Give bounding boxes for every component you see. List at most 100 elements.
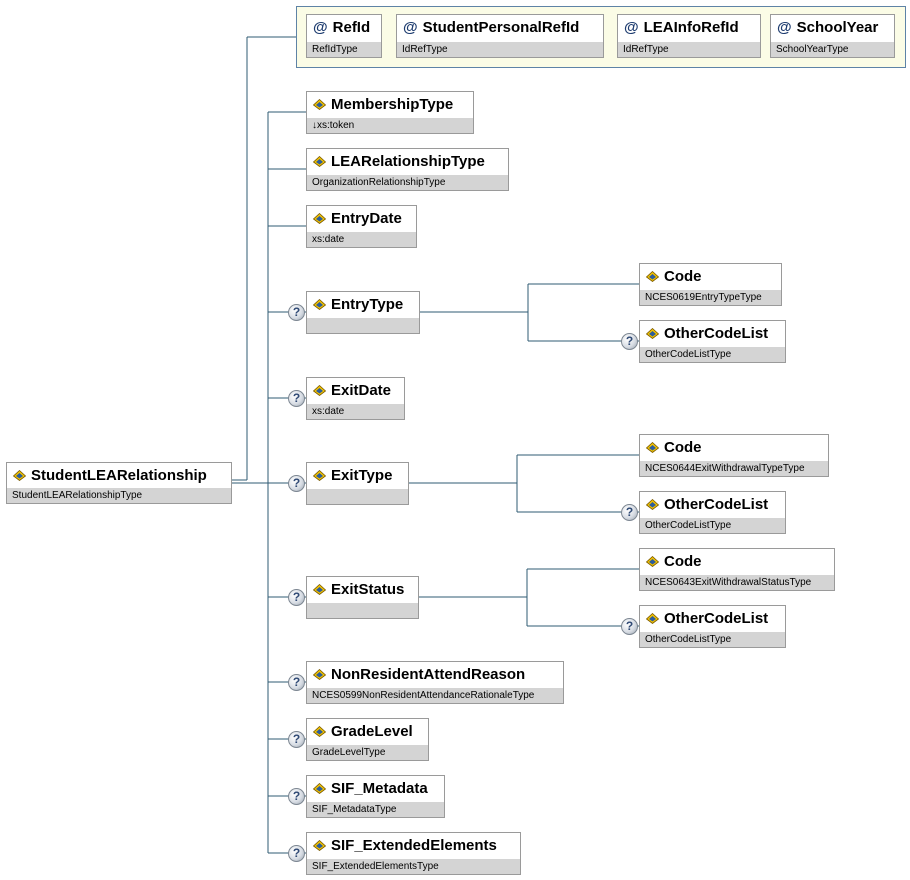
node-name: StudentPersonalRefId <box>422 18 580 36</box>
node-type: OtherCodeListType <box>640 518 785 533</box>
optional-question-icon: ? <box>288 731 305 748</box>
node-type: OtherCodeListType <box>640 632 785 647</box>
node-type: SIF_ExtendedElementsType <box>307 859 520 874</box>
node-type: GradeLevelType <box>307 745 428 760</box>
element-entrytype[interactable]: EntryType <box>306 291 420 334</box>
element-entrydate[interactable]: EntryDate xs:date <box>306 205 417 248</box>
node-type: OtherCodeListType <box>640 347 785 362</box>
element-icon <box>646 555 659 567</box>
element-icon <box>313 839 326 851</box>
element-icon <box>13 469 26 481</box>
node-name: LEAInfoRefId <box>643 18 739 36</box>
node-type <box>307 318 419 333</box>
node-type: IdRefType <box>397 42 603 57</box>
optional-question-icon: ? <box>621 618 638 635</box>
optional-question-icon: ? <box>288 589 305 606</box>
element-icon <box>313 384 326 396</box>
node-name: MembershipType <box>331 95 454 113</box>
node-type: NCES0619EntryTypeType <box>640 290 781 305</box>
node-type: IdRefType <box>618 42 760 57</box>
node-name: SIF_Metadata <box>331 779 428 797</box>
root-element-box[interactable]: StudentLEARelationship StudentLEARelatio… <box>6 462 232 504</box>
element-icon <box>313 155 326 167</box>
optional-question-icon: ? <box>288 845 305 862</box>
element-icon <box>313 469 326 481</box>
optional-question-icon: ? <box>288 475 305 492</box>
node-name: EntryDate <box>331 209 402 227</box>
attribute-icon: @ <box>777 18 792 36</box>
optional-question-icon: ? <box>621 504 638 521</box>
node-name: ExitStatus <box>331 580 405 598</box>
node-type: xs:date <box>307 404 404 419</box>
node-type: NCES0644ExitWithdrawalTypeType <box>640 461 828 476</box>
node-name: Code <box>664 438 702 456</box>
node-name: RefId <box>332 18 371 36</box>
node-type: RefIdType <box>307 42 381 57</box>
node-name: OtherCodeList <box>664 609 769 627</box>
node-type: ↓xs:token <box>307 118 473 133</box>
node-type: SIF_MetadataType <box>307 802 444 817</box>
element-icon <box>313 725 326 737</box>
optional-question-icon: ? <box>288 674 305 691</box>
element-icon <box>646 270 659 282</box>
element-icon <box>646 327 659 339</box>
node-name: ExitDate <box>331 381 392 399</box>
element-icon <box>646 612 659 624</box>
element-icon <box>313 668 326 680</box>
element-icon <box>313 583 326 595</box>
element-exittype[interactable]: ExitType <box>306 462 409 505</box>
optional-question-icon: ? <box>621 333 638 350</box>
node-name: NonResidentAttendReason <box>331 665 526 683</box>
root-element-name: StudentLEARelationship <box>31 466 207 484</box>
optional-question-icon: ? <box>288 390 305 407</box>
element-exitstatus[interactable]: ExitStatus <box>306 576 419 619</box>
element-exitdate[interactable]: ExitDate xs:date <box>306 377 405 420</box>
node-type: xs:date <box>307 232 416 247</box>
attribute-icon: @ <box>403 18 418 36</box>
root-element-type: StudentLEARelationshipType <box>7 488 231 503</box>
attribute-icon: @ <box>313 18 328 36</box>
node-type: NCES0643ExitWithdrawalStatusType <box>640 575 834 590</box>
node-type <box>307 489 408 504</box>
node-name: SchoolYear <box>796 18 879 36</box>
optional-question-icon: ? <box>288 304 305 321</box>
element-icon <box>646 498 659 510</box>
element-icon <box>313 298 326 310</box>
optional-question-icon: ? <box>288 788 305 805</box>
element-icon <box>313 98 326 110</box>
element-icon <box>313 212 326 224</box>
node-name: LEARelationshipType <box>331 152 485 170</box>
node-type: SchoolYearType <box>771 42 894 57</box>
node-name: ExitType <box>331 466 393 484</box>
node-name: Code <box>664 552 702 570</box>
node-name: OtherCodeList <box>664 324 769 342</box>
node-name: OtherCodeList <box>664 495 769 513</box>
node-name: SIF_ExtendedElements <box>331 836 497 854</box>
node-name: GradeLevel <box>331 722 413 740</box>
node-name: EntryType <box>331 295 404 313</box>
attribute-icon: @ <box>624 18 639 36</box>
element-membershiptype[interactable]: MembershipType ↓xs:token <box>306 91 474 134</box>
element-icon <box>646 441 659 453</box>
node-type <box>307 603 418 618</box>
node-type: NCES0599NonResidentAttendanceRationaleTy… <box>307 688 563 703</box>
node-type: OrganizationRelationshipType <box>307 175 508 190</box>
node-name: Code <box>664 267 702 285</box>
element-icon <box>313 782 326 794</box>
